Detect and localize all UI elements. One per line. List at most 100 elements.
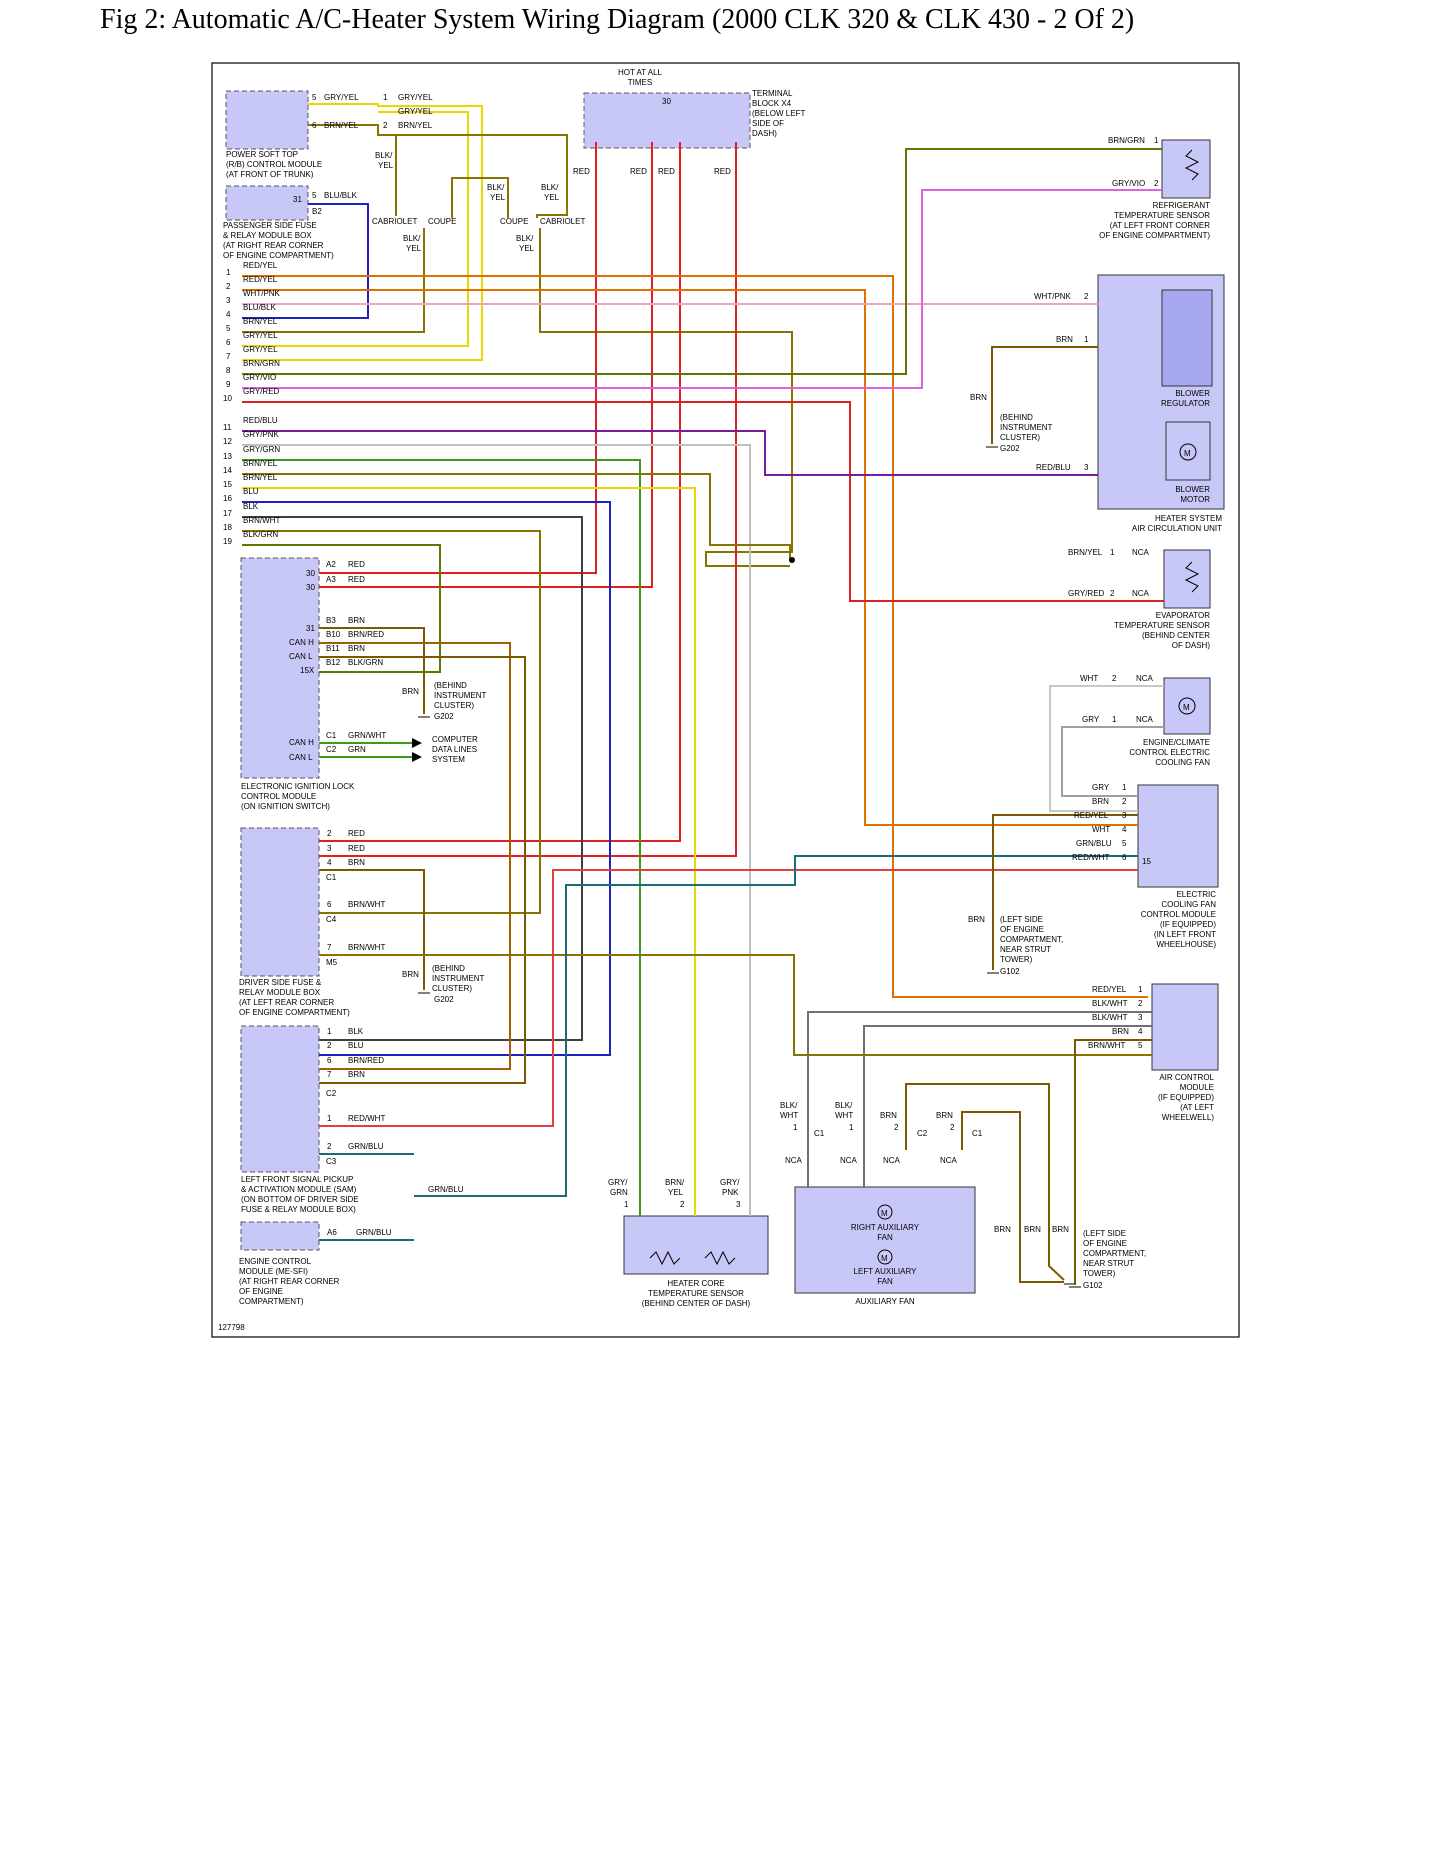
right-aux-0: RIGHT AUXILIARY bbox=[851, 1223, 920, 1232]
ecfcm-w-5: RED/WHT bbox=[1072, 853, 1109, 862]
g102a-4: NEAR STRUT bbox=[1000, 945, 1051, 954]
lw-w-6: GRY/YEL bbox=[243, 345, 278, 354]
pst-pin-1: 6 bbox=[312, 121, 317, 130]
wire-red-wht bbox=[319, 869, 1138, 1127]
g102a-3: COMPARTMENT, bbox=[1000, 935, 1063, 944]
heater-core-resistor-2-icon bbox=[704, 1250, 736, 1266]
wire-red-yel-1 bbox=[242, 275, 1148, 998]
text-labels: HOT AT ALL TIMES 30 TERMINAL BLOCK X4 (B… bbox=[218, 68, 1222, 1332]
lw-n-17: 18 bbox=[223, 523, 232, 532]
ecfcm-p-5: 6 bbox=[1122, 853, 1127, 862]
ecf-n-1: NCA bbox=[1136, 715, 1154, 724]
eis-w-0: RED bbox=[348, 560, 365, 569]
psfr-label-0: PASSENGER SIDE FUSE bbox=[223, 221, 317, 230]
hot-at-all-times-label: HOT AT ALL bbox=[618, 68, 663, 77]
wire-grn-blu-main bbox=[414, 855, 1138, 1197]
acm-w-0: RED/YEL bbox=[1092, 985, 1127, 994]
dsfr-ground-2: INSTRUMENT bbox=[432, 974, 485, 983]
blk-yel-c: BLK/ bbox=[541, 183, 559, 192]
fan-control-module-box bbox=[1137, 784, 1219, 888]
g102b-3: (LEFT SIDE bbox=[1083, 1229, 1126, 1238]
wire-aux-brn-1 bbox=[905, 1083, 1065, 1281]
aux-w1-1: BLK/ bbox=[835, 1101, 853, 1110]
terminal-block-line-3: SIDE OF bbox=[752, 119, 784, 128]
lw-w-12: GRY/GRN bbox=[243, 445, 280, 454]
refrig-1: TEMPERATURE SENSOR bbox=[1114, 211, 1210, 220]
eis-l-0: 30 bbox=[306, 569, 315, 578]
eis-c-1: A3 bbox=[326, 575, 336, 584]
lw-w-15: BLU bbox=[243, 487, 259, 496]
ecf-0: ENGINE/CLIMATE bbox=[1143, 738, 1210, 747]
sam-w-0: BLK bbox=[348, 1027, 364, 1036]
module-boxes bbox=[225, 90, 1225, 1294]
wire-acm-blk-wht-3 bbox=[863, 1025, 1152, 1187]
refrig-3: OF ENGINE COMPARTMENT) bbox=[1099, 231, 1210, 240]
lw-w-11: GRY/PNK bbox=[243, 430, 280, 439]
aux-p-3: 2 bbox=[950, 1123, 955, 1132]
lw-w-1: RED/YEL bbox=[243, 275, 278, 284]
eis-c-4: B11 bbox=[326, 644, 340, 653]
refrig-2: (AT LEFT FRONT CORNER bbox=[1110, 221, 1211, 230]
eis-label-1: CONTROL MODULE bbox=[241, 792, 316, 801]
hc-p-0: 1 bbox=[624, 1200, 629, 1209]
yel-a: YEL bbox=[378, 161, 394, 170]
blower-motor-0: BLOWER bbox=[1175, 485, 1210, 494]
left-aux-1: FAN bbox=[877, 1277, 893, 1286]
wire-acm-blk-wht-2 bbox=[807, 1011, 1152, 1187]
evap-0: EVAPORATOR bbox=[1156, 611, 1210, 620]
cabriolet-b: CABRIOLET bbox=[540, 217, 585, 226]
sam-w-1: BLU bbox=[348, 1041, 364, 1050]
eis-w-5: BLK/GRN bbox=[348, 658, 383, 667]
ecf-p-0: 2 bbox=[1112, 674, 1117, 683]
left-aux-motor-icon bbox=[877, 1249, 893, 1265]
dsfr-w-6: BRN/WHT bbox=[348, 943, 385, 952]
ecm-label-4: COMPARTMENT) bbox=[239, 1297, 304, 1306]
aux-c-2: C2 bbox=[917, 1129, 928, 1138]
ecf-n-0: NCA bbox=[1136, 674, 1154, 683]
acm-w-2: BLK/WHT bbox=[1092, 1013, 1128, 1022]
blk-yel-d: BLK/ bbox=[403, 234, 421, 243]
acm-w-1: BLK/WHT bbox=[1092, 999, 1128, 1008]
heater-core-resistor-icon bbox=[649, 1250, 681, 1266]
g102b-0: BRN bbox=[994, 1225, 1011, 1234]
g102a-2: OF ENGINE bbox=[1000, 925, 1044, 934]
ecm-label-2: (AT RIGHT REAR CORNER bbox=[239, 1277, 340, 1286]
red-label-2: RED bbox=[630, 167, 647, 176]
ecfcm-1: COOLING FAN bbox=[1161, 900, 1216, 909]
psfr-label-3: OF ENGINE COMPARTMENT) bbox=[223, 251, 334, 260]
lw-n-18: 19 bbox=[223, 537, 232, 546]
blower-reg-0: BLOWER bbox=[1175, 389, 1210, 398]
arrow-can-l-icon bbox=[412, 752, 422, 762]
wires bbox=[242, 103, 1164, 1284]
ecfcm-p-2: 3 bbox=[1122, 811, 1127, 820]
wire-acm-brn bbox=[1074, 1039, 1152, 1284]
refrig-p-1: 2 bbox=[1154, 179, 1159, 188]
wire-blu bbox=[242, 501, 611, 1056]
sam-label-2: (ON BOTTOM OF DRIVER SIDE bbox=[241, 1195, 359, 1204]
wire-brn-red bbox=[319, 642, 511, 1070]
evap-3: OF DASH) bbox=[1172, 641, 1211, 650]
lw-w-14: BRN/YEL bbox=[243, 473, 278, 482]
lw-w-8: GRY/VIO bbox=[243, 373, 276, 382]
hc-1: TEMPERATURE SENSOR bbox=[648, 1289, 744, 1298]
evap-1: TEMPERATURE SENSOR bbox=[1114, 621, 1210, 630]
terminal-block-line-2: (BELOW LEFT bbox=[752, 109, 805, 118]
ecf-p-1: 1 bbox=[1112, 715, 1117, 724]
lw-n-2: 3 bbox=[226, 296, 231, 305]
glyphs bbox=[412, 149, 1200, 1288]
eis-c-5: B12 bbox=[326, 658, 341, 667]
cdl-0: COMPUTER bbox=[432, 735, 478, 744]
blk-yel-b: BLK/ bbox=[487, 183, 505, 192]
blower-motor-box bbox=[1165, 421, 1211, 481]
eis-c-7: C1 bbox=[326, 731, 337, 740]
right-aux-m: M bbox=[881, 1209, 888, 1218]
cdl-1: DATA LINES bbox=[432, 745, 477, 754]
g202c-3: CLUSTER) bbox=[1000, 433, 1040, 442]
acm-1: MODULE bbox=[1180, 1083, 1214, 1092]
sam-w-2: BRN/RED bbox=[348, 1056, 384, 1065]
splice-dot-icon bbox=[789, 557, 795, 563]
g202c-1: (BEHIND bbox=[1000, 413, 1033, 422]
pst-label-2: (AT FRONT OF TRUNK) bbox=[226, 170, 314, 179]
dsfr-c-0: 2 bbox=[327, 829, 332, 838]
